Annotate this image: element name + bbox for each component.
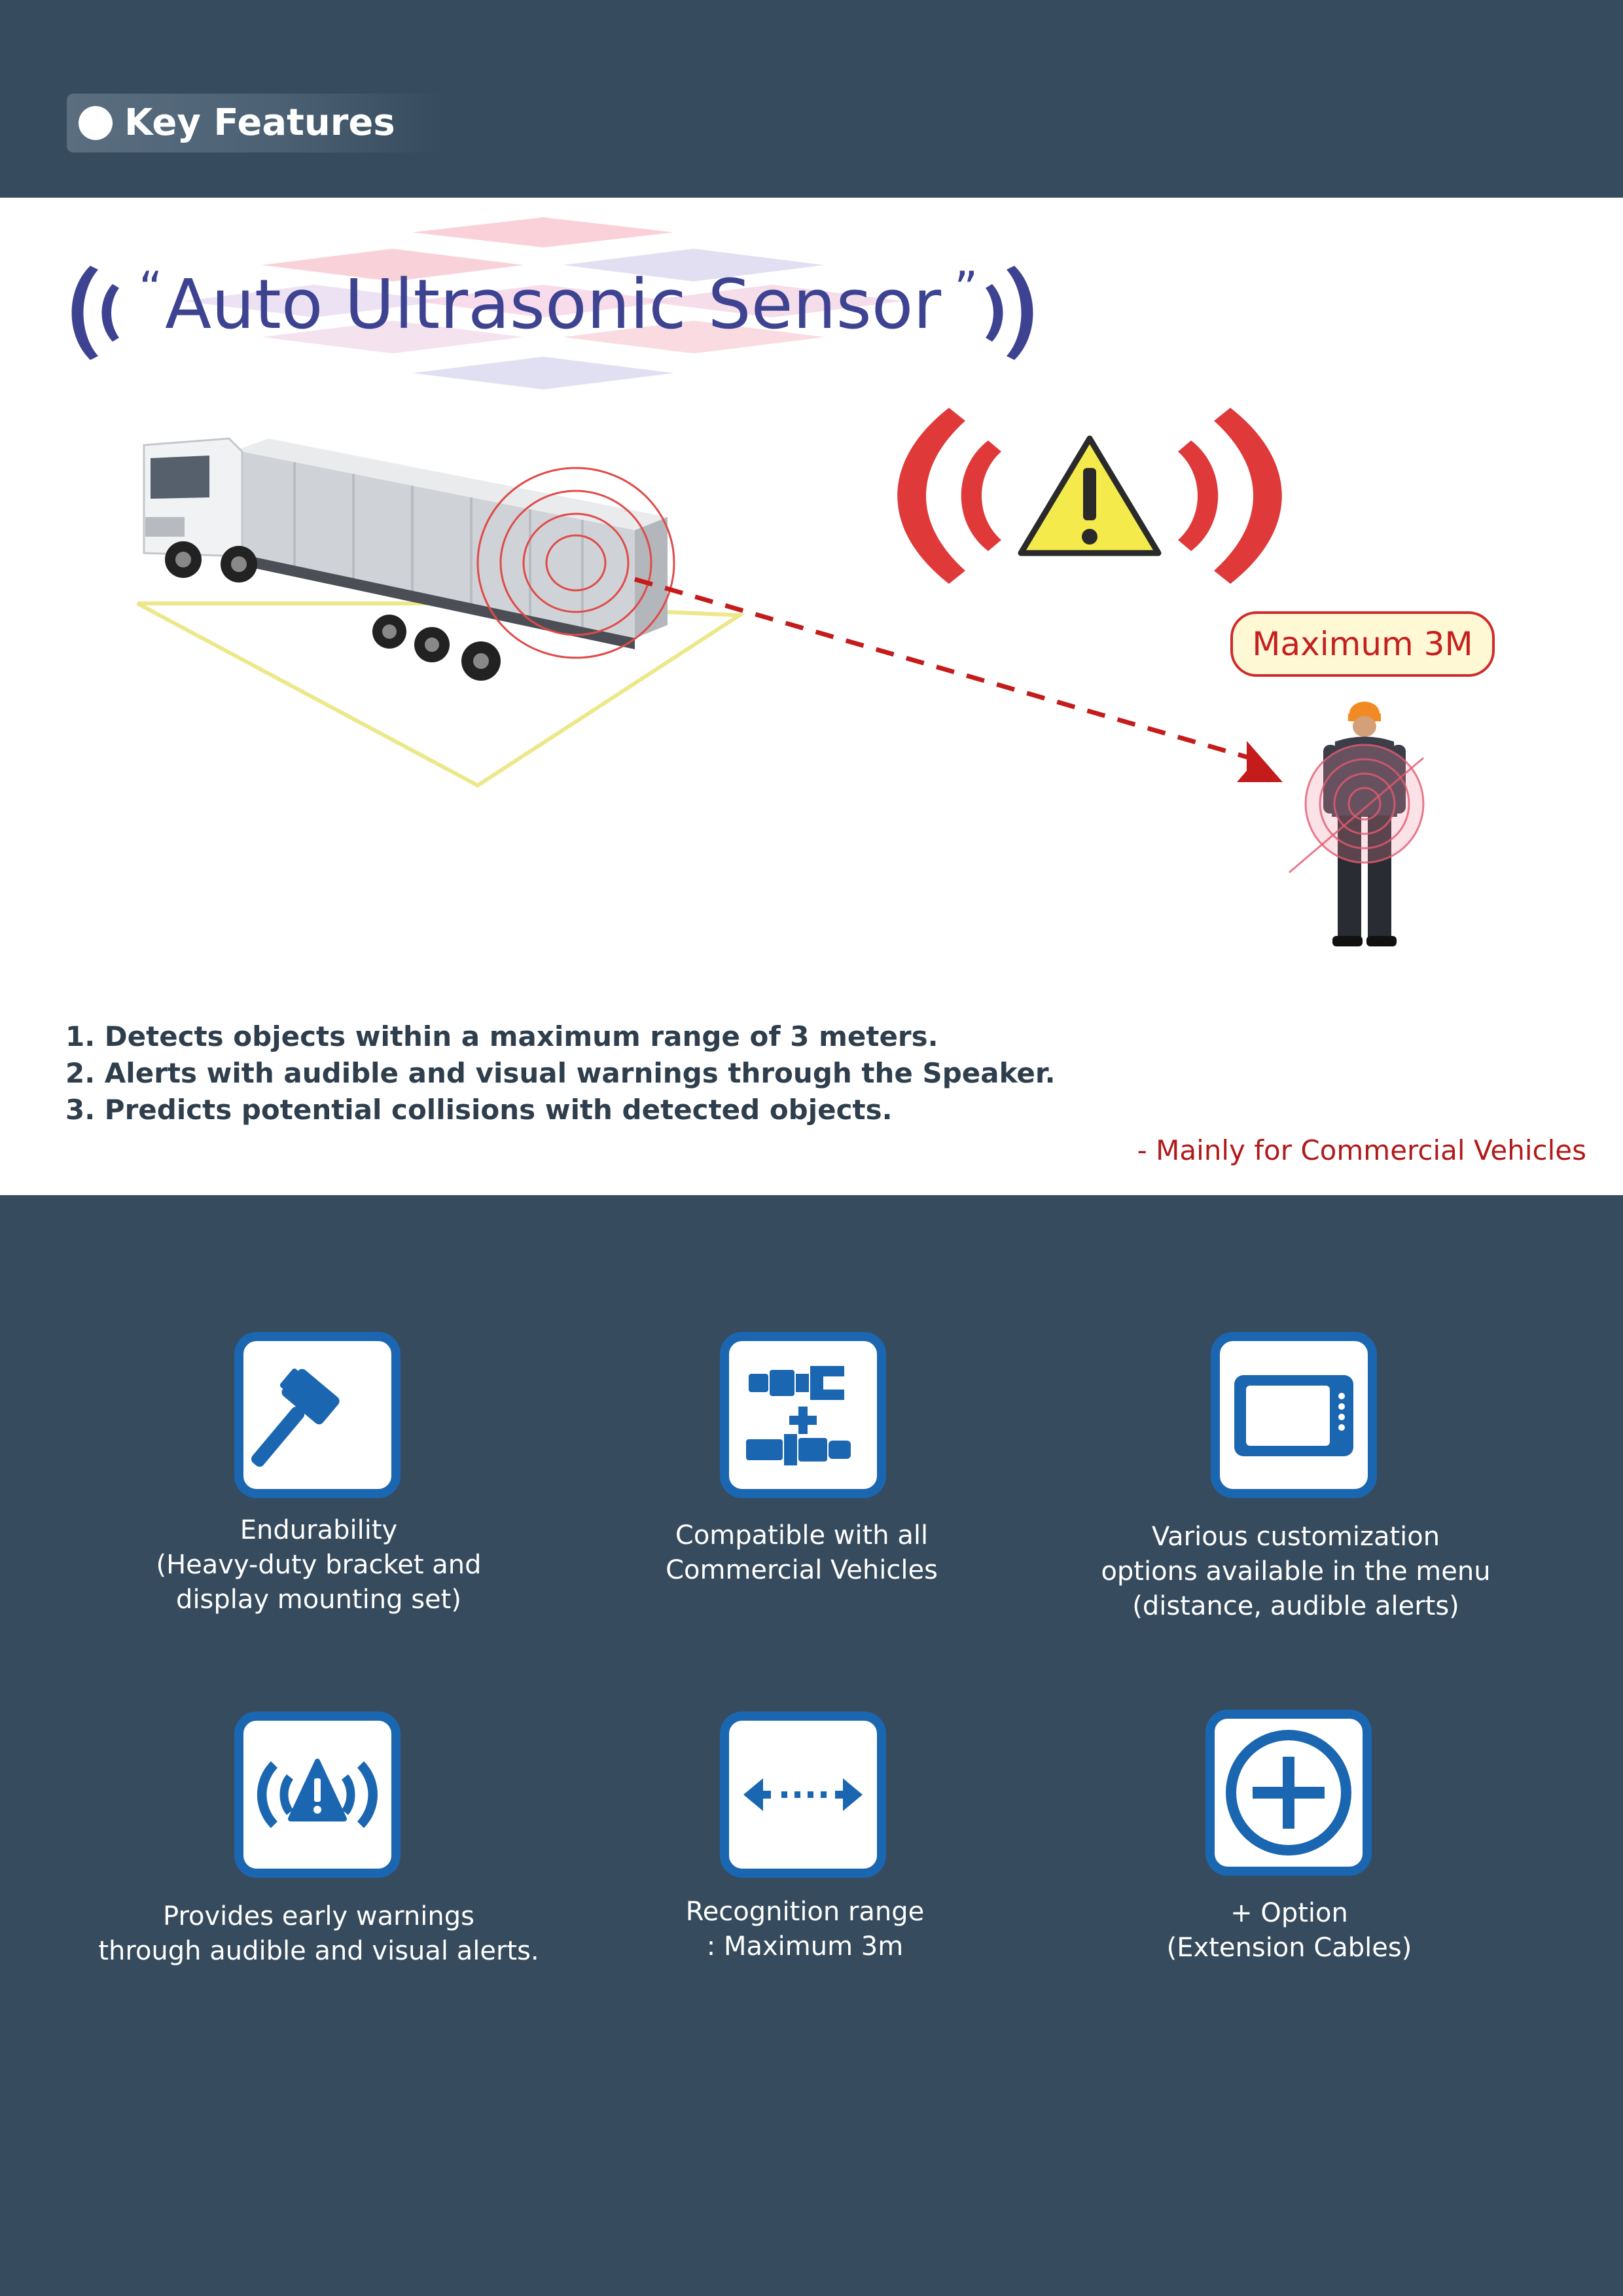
feature-list: 1. Detects objects within a maximum rang… xyxy=(65,1018,1056,1128)
feature-caption-compatible: Compatible with all Commercial Vehicles xyxy=(666,1520,938,1585)
bullet-dot-icon xyxy=(79,106,113,140)
range-icon-card xyxy=(720,1712,886,1878)
key-features-pill xyxy=(67,94,446,152)
product-title: Auto Ultrasonic Sensor xyxy=(165,264,942,344)
detection-arrow xyxy=(634,577,1283,782)
feature-caption-customization: Various customization options available … xyxy=(1101,1522,1491,1621)
range-arrows-icon xyxy=(743,1778,863,1811)
feature-caption-endurability: Endurability (Heavy-duty bracket and dis… xyxy=(156,1515,482,1615)
feature-caption-option: + Option (Extension Cables) xyxy=(1166,1898,1412,1963)
close-quote: ” xyxy=(954,262,978,315)
hero-section xyxy=(0,198,1623,1195)
warning-alert-icon xyxy=(897,408,1282,584)
plus-option-icon-card xyxy=(1205,1710,1372,1876)
feature-line-2: 2. Alerts with audible and visual warnin… xyxy=(65,1057,1056,1089)
feature-caption-early-warnings: Provides early warnings through audible … xyxy=(98,1901,539,1966)
worker-illustration xyxy=(1289,702,1425,946)
section-title: Key Features xyxy=(124,101,395,144)
connector-plus-icon xyxy=(746,1366,851,1465)
hammer-icon-card xyxy=(234,1332,401,1498)
range-badge: Maximum 3M xyxy=(1230,611,1495,677)
diamond-pattern-decoration xyxy=(183,217,903,389)
feature-caption-recognition-range: Recognition range : Maximum 3m xyxy=(685,1897,925,1962)
truck-illustration xyxy=(136,437,746,788)
plus-circle-icon xyxy=(1226,1730,1351,1856)
warning-sound-icon-card xyxy=(234,1712,401,1878)
open-quote: “ xyxy=(139,262,163,315)
right-bracket-waves-icon xyxy=(986,266,1033,360)
warning-sound-icon xyxy=(257,1759,378,1828)
left-bracket-waves-icon xyxy=(71,266,119,360)
connector-icon-card xyxy=(720,1332,886,1498)
vehicle-note: - Mainly for Commercial Vehicles xyxy=(1137,1134,1586,1166)
feature-line-3: 3. Predicts potential collisions with de… xyxy=(65,1094,893,1126)
monitor-icon xyxy=(1234,1375,1353,1456)
feature-line-1: 1. Detects objects within a maximum rang… xyxy=(65,1020,938,1052)
monitor-icon-card xyxy=(1211,1332,1377,1498)
hammer-icon xyxy=(251,1368,340,1467)
